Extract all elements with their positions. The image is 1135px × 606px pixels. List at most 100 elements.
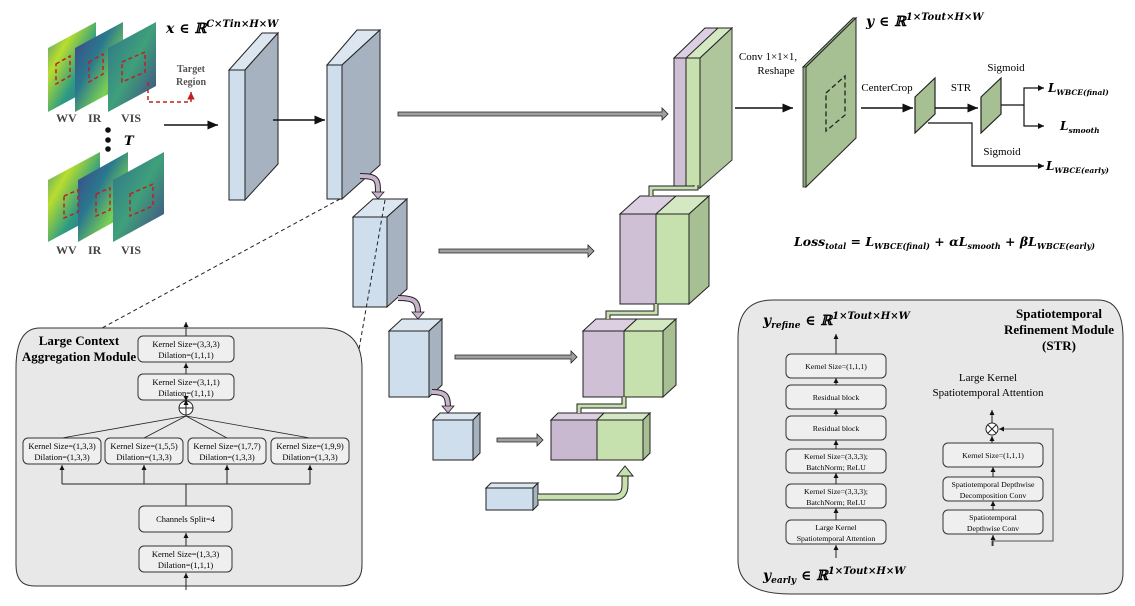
target-region-box xyxy=(129,182,154,218)
decoder-layer-1 xyxy=(672,26,734,190)
refined-tensor xyxy=(980,76,1002,135)
lcam-branch-4-line2: Dilation=(1,3,3) xyxy=(282,452,337,462)
time-label: T xyxy=(124,134,135,149)
str-label: STR xyxy=(951,82,972,94)
input-stack-tn xyxy=(48,152,164,242)
lcam-block-second: Kernel Size=(3,1,1)Dilation=(1,1,1) xyxy=(137,373,235,401)
lcam-block-second-line2: Dilation=(1,1,1) xyxy=(158,388,213,398)
loss-equation: Losstotal = LWBCE(final) + αLsmooth + βL… xyxy=(793,234,1095,251)
multiply-node xyxy=(985,422,999,436)
encoder-layer-5 xyxy=(431,411,482,462)
lcam-branch-3: Kernel Size=(1,7,7)Dilation=(1,3,3) xyxy=(187,437,267,465)
early-loss-arrow xyxy=(928,122,1044,169)
lcam-branch-2-line2: Dilation=(1,3,3) xyxy=(116,452,171,462)
decoder-layer-3 xyxy=(581,317,678,399)
target-region-label-1: Target xyxy=(177,64,206,75)
str-left-block-6-line1: Large Kernel xyxy=(815,523,857,532)
str-left-block-1-line1: Kernel Size=(1,1,1) xyxy=(805,362,867,371)
str-right-block-1: Kernel Size=(1,1,1) xyxy=(942,442,1044,468)
lcam-block-top: Kernel Size=(3,3,3)Dilation=(1,1,1) xyxy=(137,335,235,363)
input-tensor-label: x ∈ ℝC×Tin×H×W xyxy=(165,19,280,37)
str-right-block-2-line1: Spatiotemporal Depthwise xyxy=(952,480,1035,489)
lcam-block-bottom-line1: Kernel Size=(1,3,3) xyxy=(152,549,220,559)
str-left-block-2-line1: Residual block xyxy=(813,393,860,402)
centercrop-label: CenterCrop xyxy=(861,82,913,94)
encoder-layer-4 xyxy=(387,317,444,399)
satellite-image-vis xyxy=(113,152,164,242)
lcam-branch-3-line2: Dilation=(1,3,3) xyxy=(199,452,254,462)
lksa-title-2: Spatiotemporal Attention xyxy=(933,387,1044,399)
sigmoid-label-bottom: Sigmoid xyxy=(983,146,1021,158)
y-early-label: yearly ∈ ℝ1×Tout×H×W xyxy=(762,566,907,586)
lcam-branch-2-line1: Kernel Size=(1,5,5) xyxy=(110,441,178,451)
lcam-block-top-line1: Kernel Size=(3,3,3) xyxy=(152,339,220,349)
final-loss-arrow xyxy=(1001,85,1044,106)
loss-early-label: LWBCE(early) xyxy=(1045,159,1109,175)
str-left-block-5-line1: Kernel Size=(3,3,3); xyxy=(804,487,868,496)
str-left-block-4: Kernel Size=(3,3,3); BatchNorm; ReLU xyxy=(785,448,887,474)
target-region-pointer xyxy=(147,82,195,103)
channel-label-vis: VIS xyxy=(121,243,141,257)
target-region-box xyxy=(88,52,104,84)
zoom-line xyxy=(357,199,386,356)
lcam-branch-2: Kernel Size=(1,5,5)Dilation=(1,3,3) xyxy=(104,437,184,465)
str-left-block-2: Residual block xyxy=(785,384,887,410)
target-region-box xyxy=(55,54,71,86)
sigmoid-label-top: Sigmoid xyxy=(987,62,1025,74)
upsample-arrow-bottleneck xyxy=(538,474,629,501)
skip-connection-4 xyxy=(496,433,544,447)
cropped-tensor xyxy=(914,76,936,135)
str-left-block-4-line1: Kernel Size=(3,3,3); xyxy=(804,452,868,461)
output-tensor-label: y ∈ ℝ1×Tout×H×W xyxy=(865,12,985,30)
lcam-block-second-line1: Kernel Size=(3,1,1) xyxy=(152,377,220,387)
str-left-block-1: Kernel Size=(1,1,1) xyxy=(785,353,887,379)
str-left-block-5-line2: BatchNorm; ReLU xyxy=(806,498,866,507)
target-region-box xyxy=(63,188,79,220)
y-refine-label: yrefine ∈ ℝ1×Tout×H×W xyxy=(762,311,912,331)
encoder-layer-1 xyxy=(227,31,280,202)
str-title-1: Spatiotemporal xyxy=(1016,306,1102,321)
str-right-block-3-line2: Depthwise Conv xyxy=(967,524,1019,533)
ellipsis-dot xyxy=(105,137,111,143)
str-right-block-3-line1: Spatiotemporal xyxy=(969,513,1017,522)
str-left-block-5: Kernel Size=(3,3,3); BatchNorm; ReLU xyxy=(785,483,887,509)
channel-label-wv: WV xyxy=(56,111,77,125)
lksa-title-1: Large Kernel xyxy=(959,372,1017,384)
residual-connection xyxy=(991,426,1054,546)
lcam-branch-1-line1: Kernel Size=(1,3,3) xyxy=(28,441,96,451)
target-region-box xyxy=(121,50,146,84)
loss-smooth-label: Lsmooth xyxy=(1059,119,1100,135)
channel-label-wv: WV xyxy=(56,243,77,257)
skip-connection-1 xyxy=(397,107,669,121)
target-region-box xyxy=(95,186,111,218)
lcam-branch-3-line1: Kernel Size=(1,7,7) xyxy=(193,441,261,451)
encoder-layer-3 xyxy=(351,197,409,309)
lcam-branch-1-line2: Dilation=(1,3,3) xyxy=(34,452,89,462)
str-title-3: (STR) xyxy=(1042,338,1076,353)
skip-connection-3 xyxy=(454,350,578,364)
add-node xyxy=(178,400,194,416)
loss-final-label: LWBCE(final) xyxy=(1047,81,1109,97)
str-left-block-4-line2: BatchNorm; ReLU xyxy=(806,463,866,472)
lcam-branch-1: Kernel Size=(1,3,3)Dilation=(1,3,3) xyxy=(22,437,102,465)
target-region-label-2: Region xyxy=(176,77,206,88)
bottleneck-layer xyxy=(484,481,540,512)
str-left-block-3-line1: Residual block xyxy=(813,424,860,433)
satellite-image-vis xyxy=(108,22,156,112)
input-stack-t1 xyxy=(48,22,195,112)
ellipsis-dot xyxy=(105,146,111,152)
conv-label-1: Conv 1×1×1, xyxy=(739,51,797,63)
lcam-block-bottom-line2: Dilation=(1,1,1) xyxy=(158,560,213,570)
lcam-branch-4-line1: Kernel Size=(1,9,9) xyxy=(276,441,344,451)
str-left-block-3: Residual block xyxy=(785,415,887,441)
ellipsis-dot xyxy=(105,127,111,133)
lcam-block-top-line2: Dilation=(1,1,1) xyxy=(158,350,213,360)
channel-label-ir: IR xyxy=(88,243,102,257)
channel-label-vis: VIS xyxy=(121,111,141,125)
decoder-layer-2 xyxy=(618,194,711,306)
crop-region-box xyxy=(825,74,846,133)
